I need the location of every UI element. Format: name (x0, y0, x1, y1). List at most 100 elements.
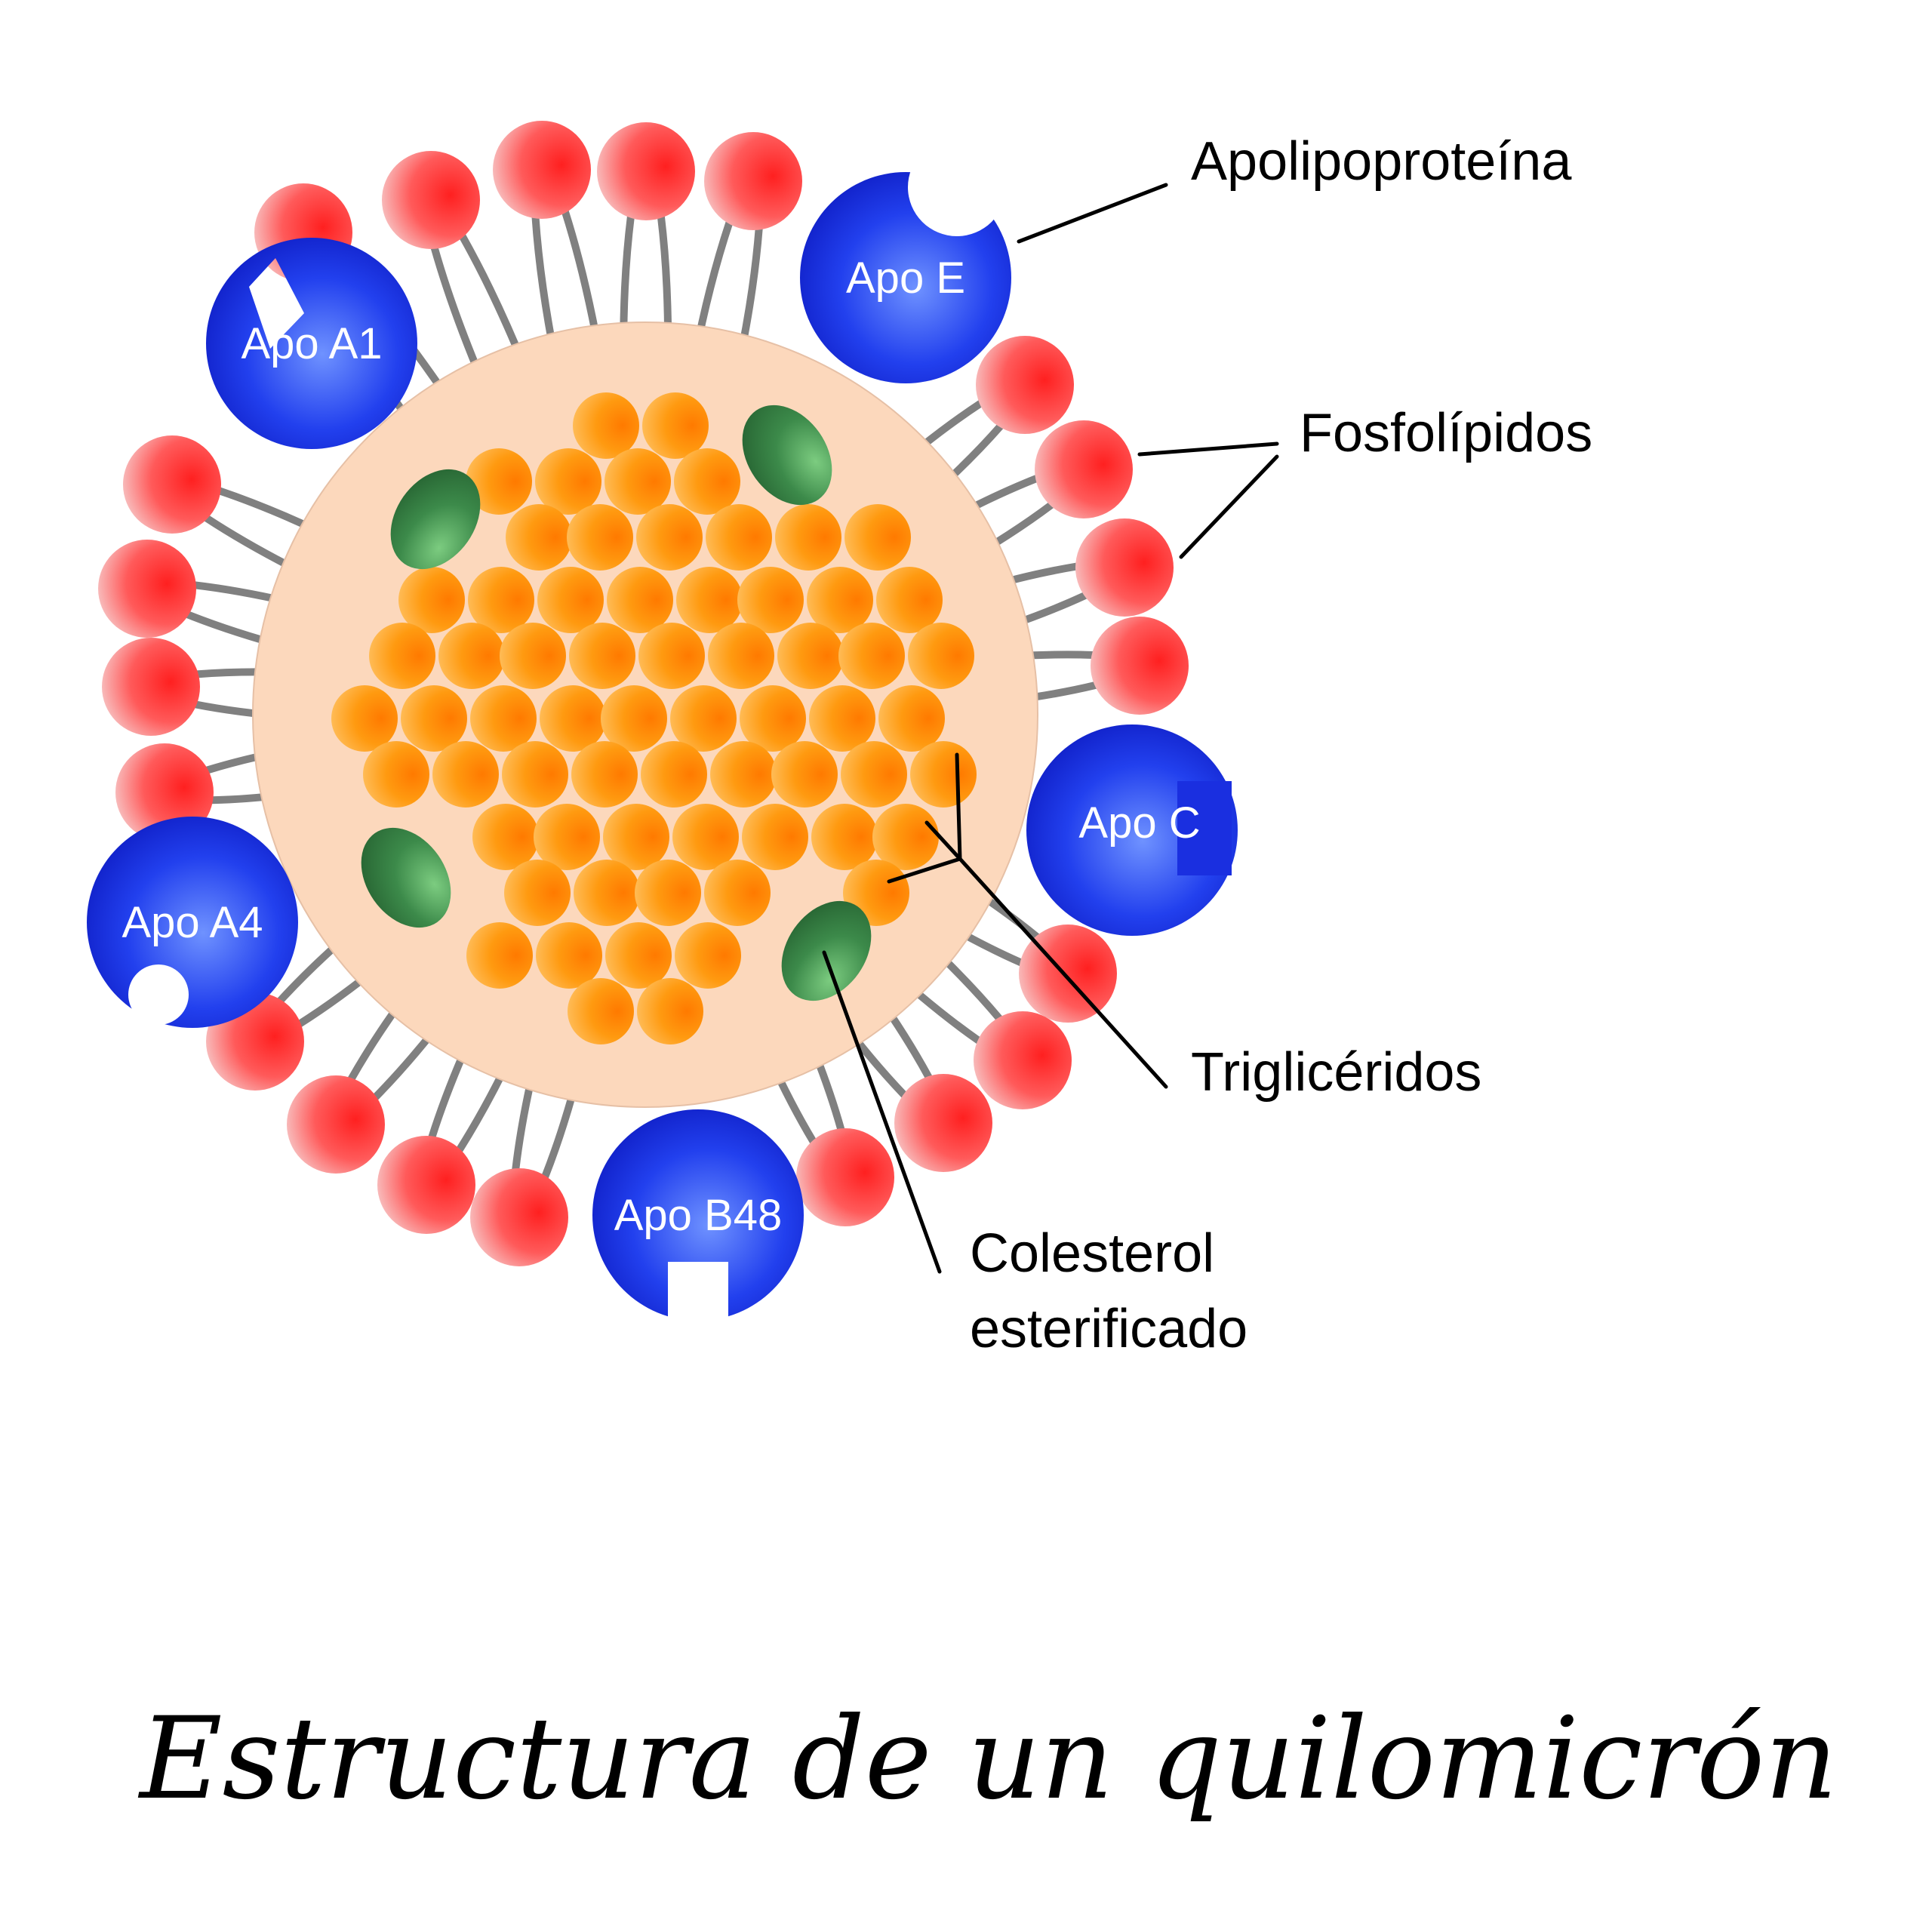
triglyceride-droplet (708, 623, 774, 689)
phospholipid-head (796, 1128, 894, 1226)
apo-a4-body (87, 817, 298, 1028)
phospholipid-head (894, 1074, 992, 1172)
triglyceride-droplet (569, 623, 635, 689)
phospholipid-head (123, 435, 221, 534)
triglyceride-droplet (841, 741, 907, 808)
label-trigliceridos: Triglicéridos (1191, 1042, 1481, 1103)
triglyceride-droplet (775, 504, 841, 571)
triglyceride-droplet (536, 922, 602, 989)
triglyceride-droplet (468, 567, 534, 633)
triglyceride-droplet (573, 392, 639, 459)
phospholipid-head (704, 132, 802, 230)
apo-a4-protein (87, 817, 298, 1028)
triglyceride-droplet (568, 978, 634, 1044)
leader-lines (822, 183, 1279, 1274)
triglyceride-droplet (601, 685, 667, 752)
cholesterol-ester (742, 405, 832, 506)
triglyceride-droplet (807, 567, 873, 633)
cholesterol-ester (390, 469, 481, 570)
apo-e-body (800, 172, 1011, 383)
triglyceride-droplet (908, 623, 974, 689)
label-colesterol-line2: esterificado (970, 1299, 1247, 1359)
triglyceride-droplet (534, 804, 600, 870)
triglyceride-droplet (811, 804, 878, 870)
triglyceride-droplet (605, 448, 671, 515)
triglyceride-droplet (540, 685, 606, 752)
triglyceride-droplet (472, 804, 539, 870)
triglyceride-droplet (844, 504, 911, 571)
triglyceride-group (331, 392, 977, 1044)
triglyceride-droplet (470, 685, 537, 752)
triglyceride-droplet (500, 623, 566, 689)
triglyceride-droplet (605, 922, 672, 989)
apo-a1-label: Apo A1 (241, 319, 382, 368)
triglyceride-droplet (872, 804, 939, 870)
phospholipid-head (974, 1011, 1072, 1109)
triglyceride-droplet (369, 623, 435, 689)
apo-c-label: Apo C (1078, 798, 1200, 848)
apo-e-protein (800, 172, 1011, 383)
apo-a4-label: Apo A4 (122, 898, 263, 947)
triglyceride-droplet (771, 741, 838, 808)
label-fosfolipidos: Fosfolípidos (1300, 403, 1592, 463)
triglyceride-droplet (466, 922, 533, 989)
triglyceride-droplet (567, 504, 633, 571)
apo-b48-label: Apo B48 (614, 1191, 783, 1240)
trigliceridos-branch-3 (887, 857, 962, 884)
apo-a1-body (206, 238, 417, 449)
triglyceride-droplet (363, 741, 429, 808)
triglyceride-droplet (704, 860, 771, 926)
triglyceride-droplet (438, 623, 505, 689)
triglyceride-droplet (676, 567, 743, 633)
phospholipid-head (98, 540, 196, 638)
phospholipid-head (1035, 420, 1133, 518)
triglyceride-droplet (742, 804, 808, 870)
triglyceride-droplet (876, 567, 943, 633)
apo-c-tab (1177, 781, 1232, 875)
triglyceride-droplet (331, 685, 398, 752)
triglyceride-droplet (502, 741, 568, 808)
trigliceridos-branch-1 (955, 752, 962, 861)
triglyceride-droplet (401, 685, 467, 752)
phospholipid-head (377, 1136, 475, 1234)
triglyceride-droplet (506, 504, 572, 571)
phospholipid-head (382, 151, 480, 249)
phospholipid-head (493, 121, 591, 219)
triglyceride-droplet (638, 623, 705, 689)
triglyceride-droplet (398, 567, 465, 633)
triglyceride-droplet (706, 504, 772, 571)
triglyceride-droplet (672, 804, 739, 870)
triglyceride-droplet (535, 448, 601, 515)
page-title: Estructura de un quilomicrón (137, 1694, 1838, 1825)
triglyceride-droplet (635, 860, 701, 926)
apo-c-protein (1026, 724, 1238, 936)
triglyceride-droplet (574, 860, 640, 926)
label-apolipoproteina: Apolipoproteína (1191, 131, 1572, 192)
apolipoproteina-leader (1017, 183, 1168, 244)
triglyceride-droplet (636, 504, 703, 571)
triglyceride-droplet (777, 623, 844, 689)
triglyceride-droplet (809, 685, 875, 752)
apo-a1-protein (206, 238, 417, 449)
triglyceride-droplet (838, 623, 905, 689)
triglyceride-droplet (675, 922, 741, 989)
triglyceride-droplet (432, 741, 499, 808)
fosfolipidos-leader-2 (1179, 454, 1279, 559)
colesterol-leader (822, 950, 942, 1274)
phospholipid-head (976, 336, 1074, 434)
triglyceride-droplet (504, 860, 571, 926)
phospholipid-head (597, 122, 695, 220)
label-colesterol-line1: Colesterol (970, 1223, 1214, 1284)
cholesterol-ester (781, 900, 872, 1001)
triglyceride-droplet (571, 741, 638, 808)
triglyceride-droplet (603, 804, 669, 870)
triglyceride-droplet (637, 978, 703, 1044)
triglyceride-droplet (641, 741, 707, 808)
fosfolipidos-leader-1 (1137, 441, 1279, 457)
triglyceride-droplet (642, 392, 709, 459)
apo-b48-body (592, 1109, 804, 1321)
phospholipid-head (1075, 518, 1174, 617)
trigliceridos-leader (958, 857, 1168, 1089)
